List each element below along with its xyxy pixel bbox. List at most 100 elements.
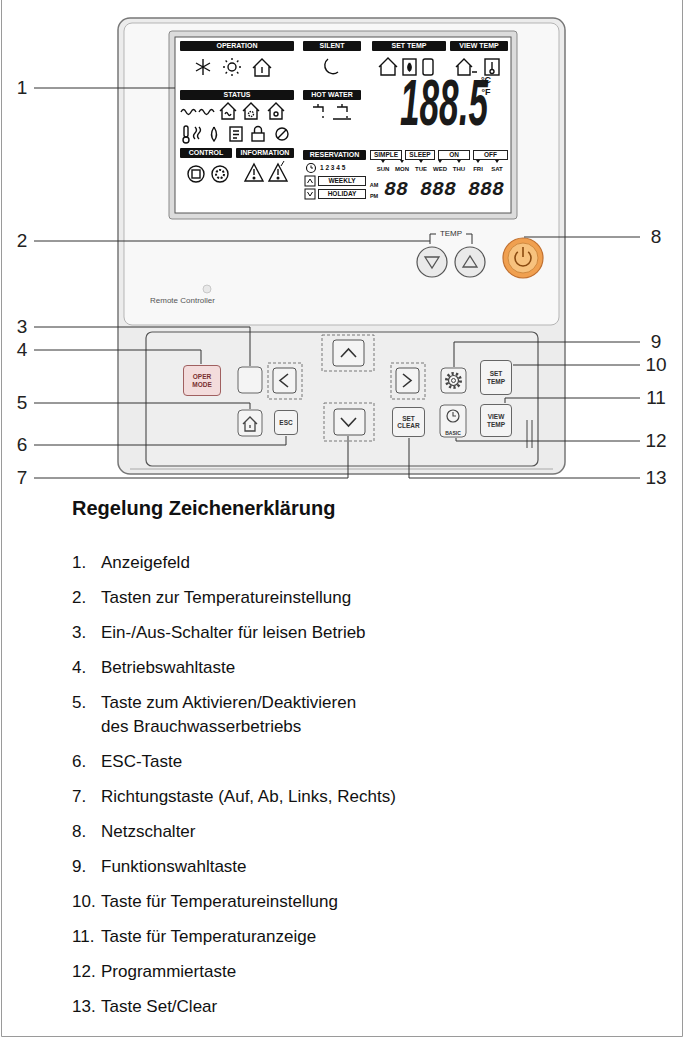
- leader-lines: [34, 436, 348, 478]
- day-markers: [438, 160, 442, 163]
- lcd-icons: [278, 130, 286, 138]
- clock-digits: 88 888 888: [384, 178, 504, 202]
- lcd-icons: [212, 127, 217, 141]
- lcd-icons: [325, 59, 338, 74]
- lcd-icons: [181, 110, 196, 115]
- lcd-icons: [243, 103, 259, 119]
- control-buttons: [447, 374, 461, 388]
- leader-lines: [34, 436, 286, 445]
- leader-lines: [34, 88, 175, 89]
- callout-number: 3: [17, 316, 28, 339]
- legend-description: ESC-Taste: [101, 752, 182, 772]
- program-numbers: 1 2 3 4 5: [320, 164, 345, 172]
- leader-lines: [34, 403, 250, 409]
- time-period: PM: [370, 193, 378, 200]
- mode-button: OPER MODE: [183, 365, 221, 396]
- temperature-buttons: [455, 247, 485, 277]
- lcd-icons: [223, 58, 241, 76]
- mode-box: HOLIDAY: [318, 189, 366, 199]
- temperature-buttons: [417, 247, 447, 277]
- control-buttons: [334, 409, 365, 435]
- lcd-icons: [313, 104, 323, 118]
- control-buttons: [333, 340, 364, 366]
- section-band: RESERVATION: [303, 150, 366, 160]
- mode-box: SIMPLE: [370, 150, 402, 160]
- legend-description: Richtungstaste (Auf, Ab, Links, Rechts): [101, 787, 396, 807]
- controller-housing: [130, 469, 553, 470]
- lcd-icons: [216, 170, 224, 178]
- control-buttons: [452, 379, 456, 383]
- leader-lines: [34, 241, 430, 242]
- callout-number: 2: [17, 230, 28, 253]
- unit-symbol: °F: [481, 87, 490, 98]
- leader-lines: [524, 237, 640, 238]
- leader-lines: [34, 327, 250, 366]
- control-buttons: [341, 418, 356, 426]
- lcd-display: [169, 31, 517, 219]
- view-temp-button: VIEW TEMP: [480, 404, 512, 437]
- controller-housing: [526, 420, 528, 448]
- legend-number: 4.: [72, 658, 86, 678]
- legend-description: Taste für Temperaturanzeige: [101, 927, 316, 947]
- controller-housing: [118, 18, 565, 474]
- day-markers: [381, 160, 385, 163]
- day-markers: [495, 160, 499, 163]
- lcd-icons: [230, 127, 242, 141]
- node-text: ON: [449, 151, 459, 158]
- legend-number: 1.: [72, 553, 86, 573]
- weekday-label: FRI: [473, 166, 483, 173]
- node-text: CONTROL: [189, 149, 224, 157]
- node-text: SET TEMP: [391, 42, 426, 50]
- node-text: VIEW TEMP: [459, 42, 498, 50]
- section-band: SET TEMP: [372, 41, 446, 51]
- lcd-icons: [307, 164, 316, 173]
- lcd-icons: [194, 127, 201, 139]
- lcd-icons: [305, 189, 315, 199]
- lcd-icons: [311, 166, 313, 169]
- lcd-icons: [305, 176, 315, 186]
- lcd-icons: [379, 58, 397, 75]
- callout-number: 12: [645, 430, 666, 453]
- lcd-icons: [276, 128, 288, 140]
- product-label: Remote Controller: [150, 296, 215, 306]
- lcd-display: [175, 37, 511, 213]
- callout-number: 13: [645, 467, 666, 490]
- legend-number: 3.: [72, 623, 86, 643]
- lcd-icons: [233, 131, 239, 138]
- legend-number: 5.: [72, 693, 86, 713]
- legend-number: 11.: [72, 927, 94, 947]
- control-buttons: [396, 368, 419, 393]
- lcd-icons: [220, 103, 236, 119]
- legend-description: Betriebswahltaste: [101, 658, 235, 678]
- node-text: SIMPLE: [374, 151, 398, 158]
- lcd-icons: [228, 63, 236, 71]
- callout-number: 11: [646, 387, 666, 410]
- set-temp-button: SET TEMP: [480, 360, 512, 395]
- node-text: STATUS: [224, 91, 251, 99]
- legend-description: Anzeigefeld: [101, 553, 190, 573]
- day-markers: [400, 160, 404, 163]
- node-text: HOT WATER: [311, 91, 352, 99]
- lcd-icons: [192, 170, 200, 178]
- control-buttons: [268, 363, 302, 399]
- control-buttons: [243, 417, 257, 431]
- lcd-icons: [249, 112, 254, 117]
- esc-button: ESC: [274, 410, 298, 435]
- lcd-display: [169, 31, 517, 219]
- legend-description: Taste zum Aktivieren/Deaktivieren des Br…: [101, 691, 376, 739]
- lcd-icons: [308, 179, 313, 183]
- weekday-label: SAT: [491, 166, 503, 173]
- day-markers: [419, 160, 423, 163]
- weekday-label: TUE: [415, 166, 427, 173]
- callout-number: 7: [17, 467, 28, 490]
- lcd-icons: [268, 103, 284, 119]
- lcd-icons: [181, 58, 499, 199]
- section-band: INFORMATION: [236, 148, 294, 158]
- node-text: VIEW TEMP: [487, 413, 505, 427]
- section-band: OPERATION: [180, 41, 294, 51]
- power-button: [515, 247, 531, 266]
- callout-number: 6: [17, 434, 28, 457]
- legend-number: 7.: [72, 787, 86, 807]
- callout-number: 4: [17, 339, 28, 362]
